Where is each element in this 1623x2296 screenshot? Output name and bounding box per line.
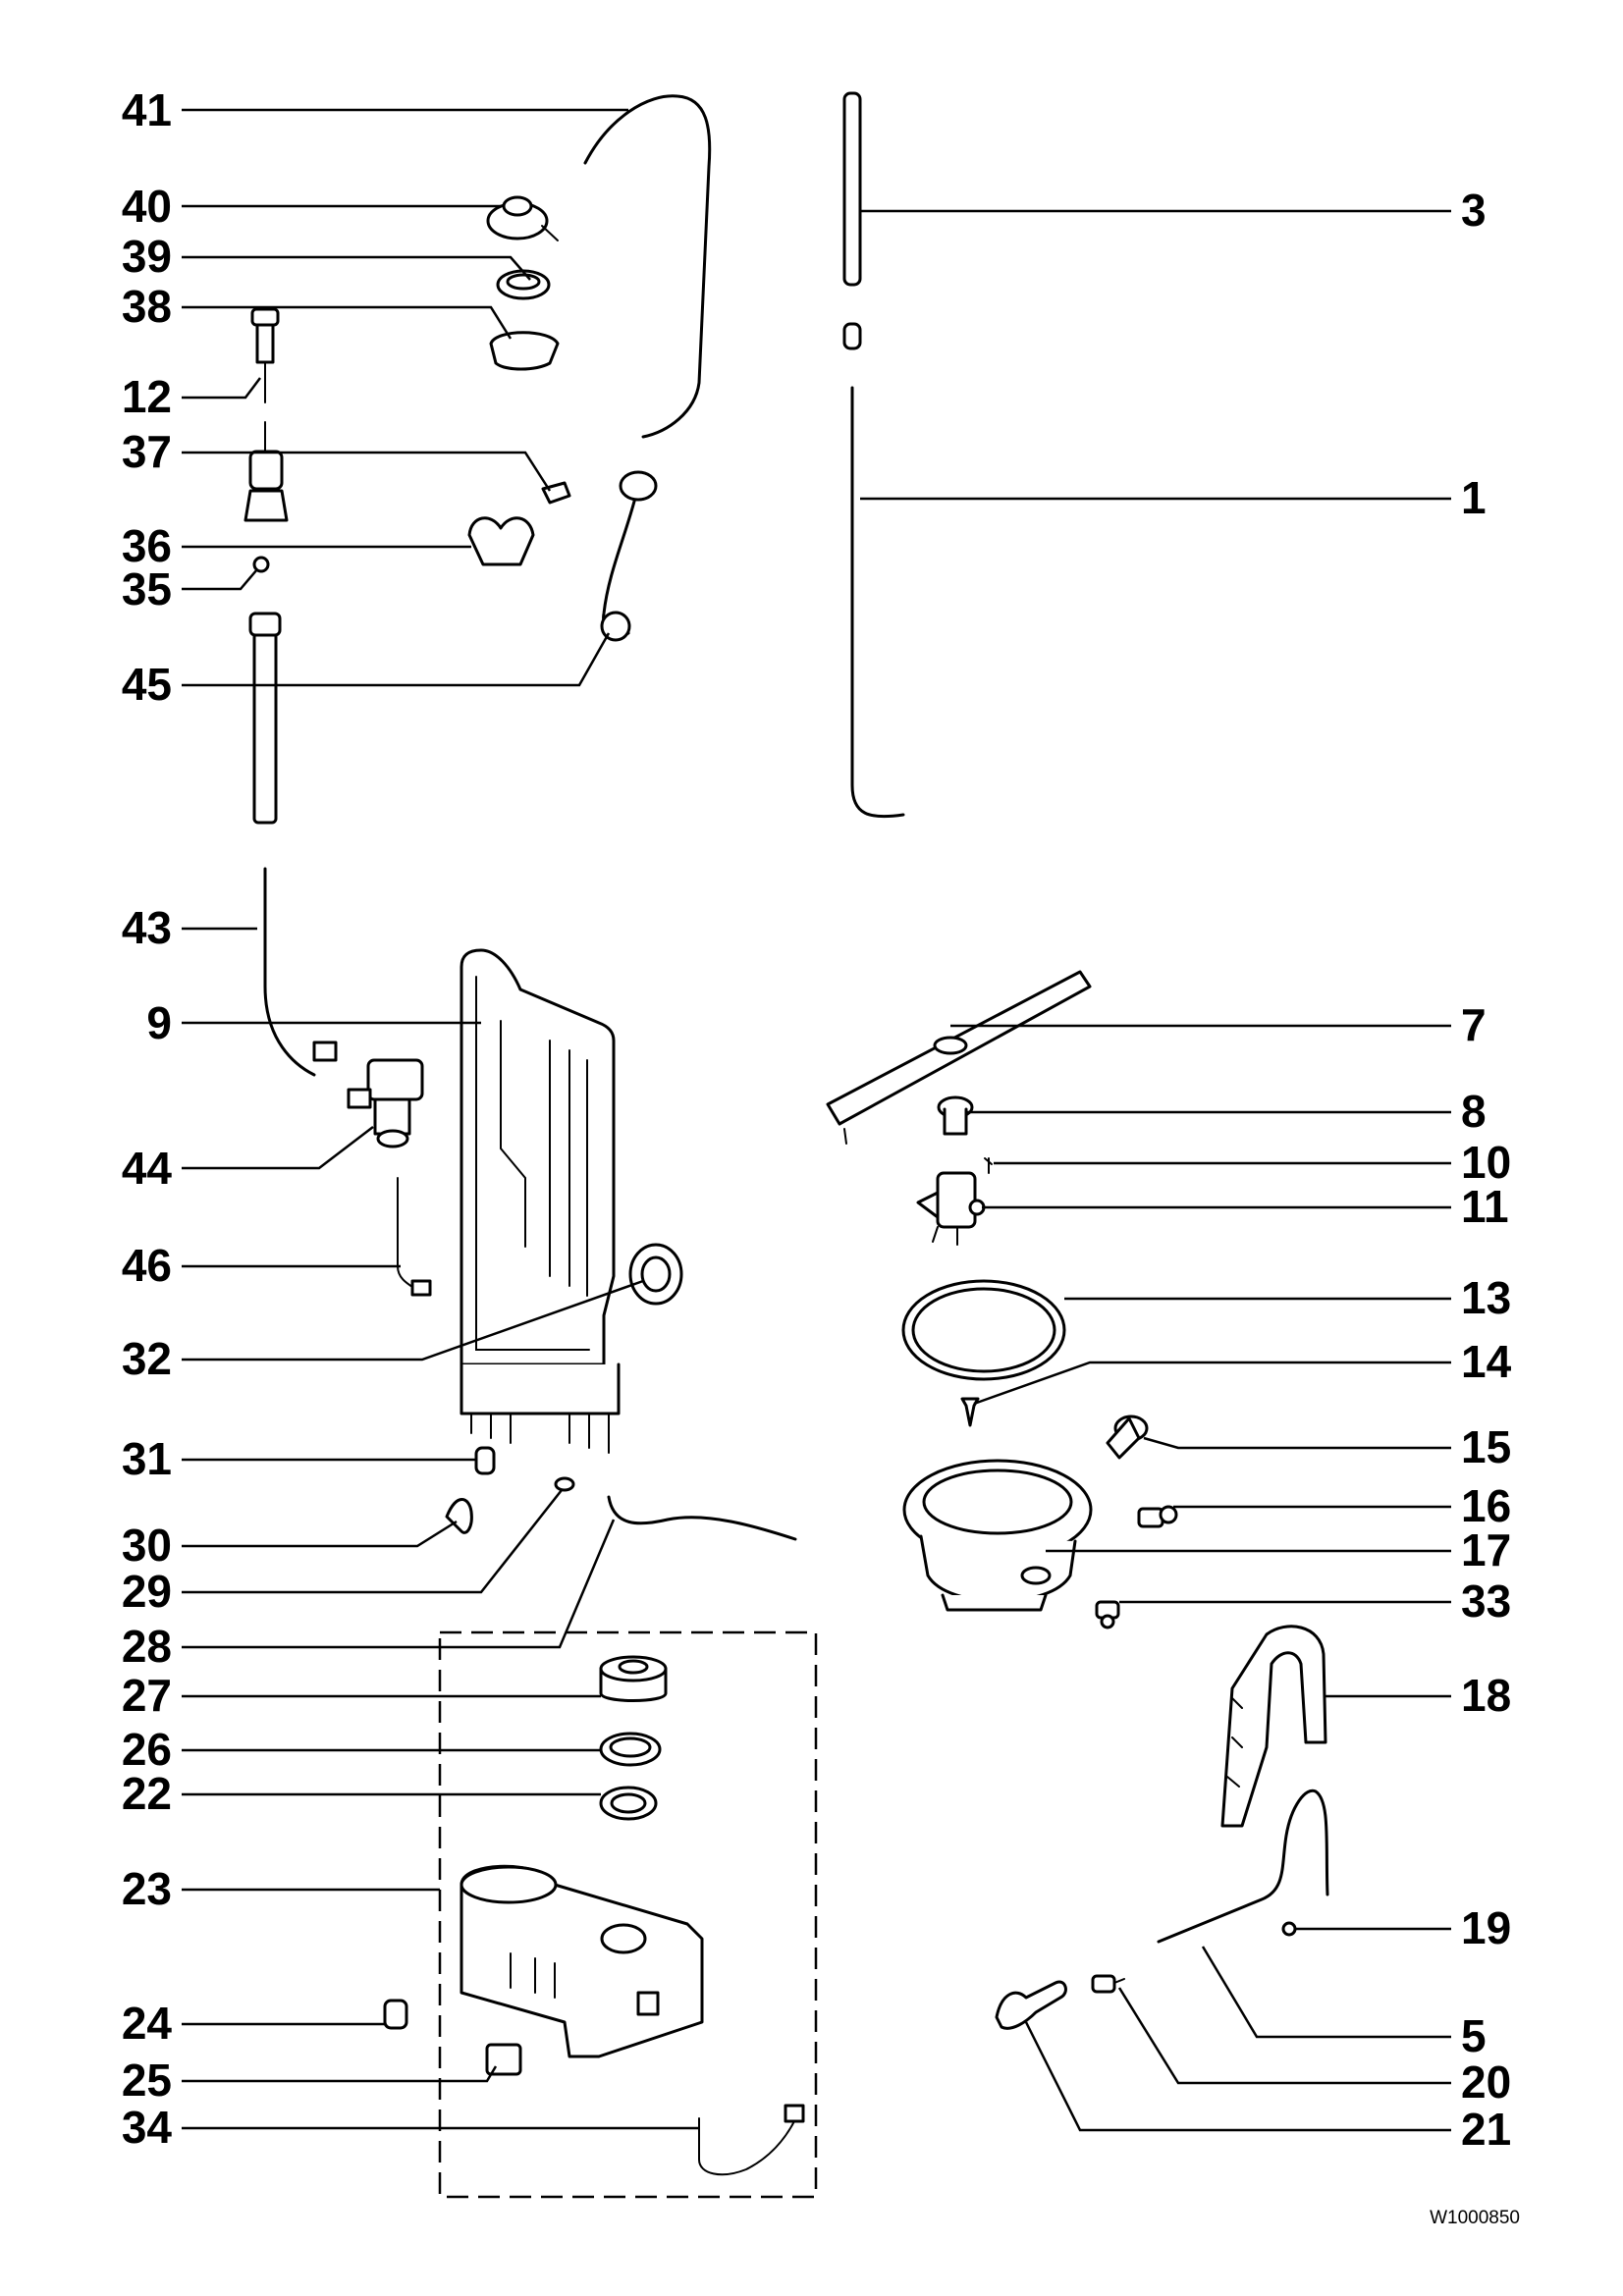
part-30-clamp xyxy=(445,1498,473,1534)
label-40: 40 xyxy=(122,181,172,232)
label-10: 10 xyxy=(1461,1137,1511,1188)
drawing-number: W1000850 xyxy=(1430,2208,1520,2228)
part-26-ring xyxy=(599,1732,662,1767)
part-31-plug xyxy=(474,1446,496,1475)
label-20: 20 xyxy=(1461,2056,1511,2108)
label-21: 21 xyxy=(1461,2104,1511,2155)
part-40-nozzle xyxy=(486,195,559,241)
label-7: 7 xyxy=(1461,999,1487,1050)
part-9-tank xyxy=(460,948,621,1454)
part-34-wire xyxy=(698,2114,798,2176)
part-14-screw xyxy=(960,1397,980,1427)
part-1-tube xyxy=(850,386,905,819)
label-3: 3 xyxy=(1461,185,1487,236)
part-10-screw xyxy=(984,1157,993,1174)
part-36-bracket xyxy=(467,516,535,566)
label-45: 45 xyxy=(122,659,172,710)
part-44-valve xyxy=(312,1041,424,1148)
label-17: 17 xyxy=(1461,1524,1511,1575)
label-29: 29 xyxy=(122,1566,172,1617)
label-24: 24 xyxy=(122,1998,173,2049)
label-30: 30 xyxy=(122,1520,172,1571)
part-43-hose xyxy=(263,867,316,1077)
part-37-clip xyxy=(541,481,571,505)
label-39: 39 xyxy=(122,231,172,282)
label-9: 9 xyxy=(146,997,172,1048)
part-7-spray-arm xyxy=(826,970,1092,1145)
part-13-gasket xyxy=(901,1279,1066,1381)
part-12-fitting xyxy=(243,307,289,522)
label-11: 11 xyxy=(1461,1181,1509,1232)
part-33-fitting xyxy=(1095,1600,1120,1629)
label-31: 31 xyxy=(122,1433,172,1484)
label-1: 1 xyxy=(1461,472,1487,523)
part-20-fitting xyxy=(1091,1974,1125,1994)
label-33: 33 xyxy=(1461,1575,1511,1627)
part-34-plug xyxy=(784,2104,805,2123)
label-36: 36 xyxy=(122,520,172,571)
label-38: 38 xyxy=(122,281,172,332)
part-15-cap xyxy=(1106,1415,1149,1460)
part-41-tube-inner xyxy=(584,94,711,438)
part-27-cap xyxy=(599,1655,668,1702)
part-23-container xyxy=(460,1864,704,2058)
part-25-switch xyxy=(485,2043,522,2076)
callout-labels: 41 40 39 38 12 37 36 35 45 43 9 44 46 32… xyxy=(122,84,1512,2155)
part-46-wire xyxy=(397,1177,423,1295)
part-1-tube-inner xyxy=(851,387,904,818)
part-11-impeller xyxy=(916,1171,986,1246)
label-41: 41 xyxy=(122,84,172,135)
label-34: 34 xyxy=(122,2102,173,2153)
part-43-hose-inner xyxy=(264,868,315,1076)
part-39-ring xyxy=(496,269,551,300)
part-35-screw xyxy=(252,556,270,573)
label-16: 16 xyxy=(1461,1480,1511,1531)
part-32-seal xyxy=(628,1243,683,1306)
label-28: 28 xyxy=(122,1621,172,1672)
part-17-sump xyxy=(902,1459,1093,1612)
hose-top-cap xyxy=(248,612,282,637)
label-13: 13 xyxy=(1461,1272,1511,1323)
part-29-ring xyxy=(554,1476,575,1492)
label-44: 44 xyxy=(122,1143,173,1194)
label-8: 8 xyxy=(1461,1086,1487,1137)
label-25: 25 xyxy=(122,2055,172,2106)
leader-lines xyxy=(182,108,1451,2132)
label-14: 14 xyxy=(1461,1336,1512,1387)
label-37: 37 xyxy=(122,426,172,477)
label-15: 15 xyxy=(1461,1421,1511,1472)
label-35: 35 xyxy=(122,563,172,614)
label-5: 5 xyxy=(1461,2010,1487,2061)
part-46-plug xyxy=(410,1279,432,1297)
label-26: 26 xyxy=(122,1724,172,1775)
label-12: 12 xyxy=(122,371,172,422)
hose-upper-left xyxy=(252,624,278,825)
label-18: 18 xyxy=(1461,1670,1511,1721)
part-8-cap xyxy=(937,1095,974,1136)
part-5-element-inner xyxy=(1158,1789,1328,1943)
label-23: 23 xyxy=(122,1863,172,1914)
part-19-clip xyxy=(1281,1921,1297,1937)
label-27: 27 xyxy=(122,1670,172,1721)
part-21-clamp xyxy=(995,1980,1067,2030)
part-28-hose-inner xyxy=(608,1496,796,1540)
part-22-washer xyxy=(599,1786,658,1821)
part-24-cap xyxy=(383,1999,408,2030)
part-connector xyxy=(842,322,862,350)
label-46: 46 xyxy=(122,1240,172,1291)
part-18-bracket xyxy=(1220,1625,1327,1828)
part-45-end xyxy=(619,470,658,502)
part-16-fitting xyxy=(1137,1505,1178,1528)
part-3-tube xyxy=(842,91,862,287)
label-32: 32 xyxy=(122,1333,172,1384)
label-43: 43 xyxy=(122,902,172,953)
part-38-clip xyxy=(489,331,560,371)
part-41-tube xyxy=(583,94,712,439)
label-19: 19 xyxy=(1461,1902,1511,1953)
label-22: 22 xyxy=(122,1768,172,1819)
